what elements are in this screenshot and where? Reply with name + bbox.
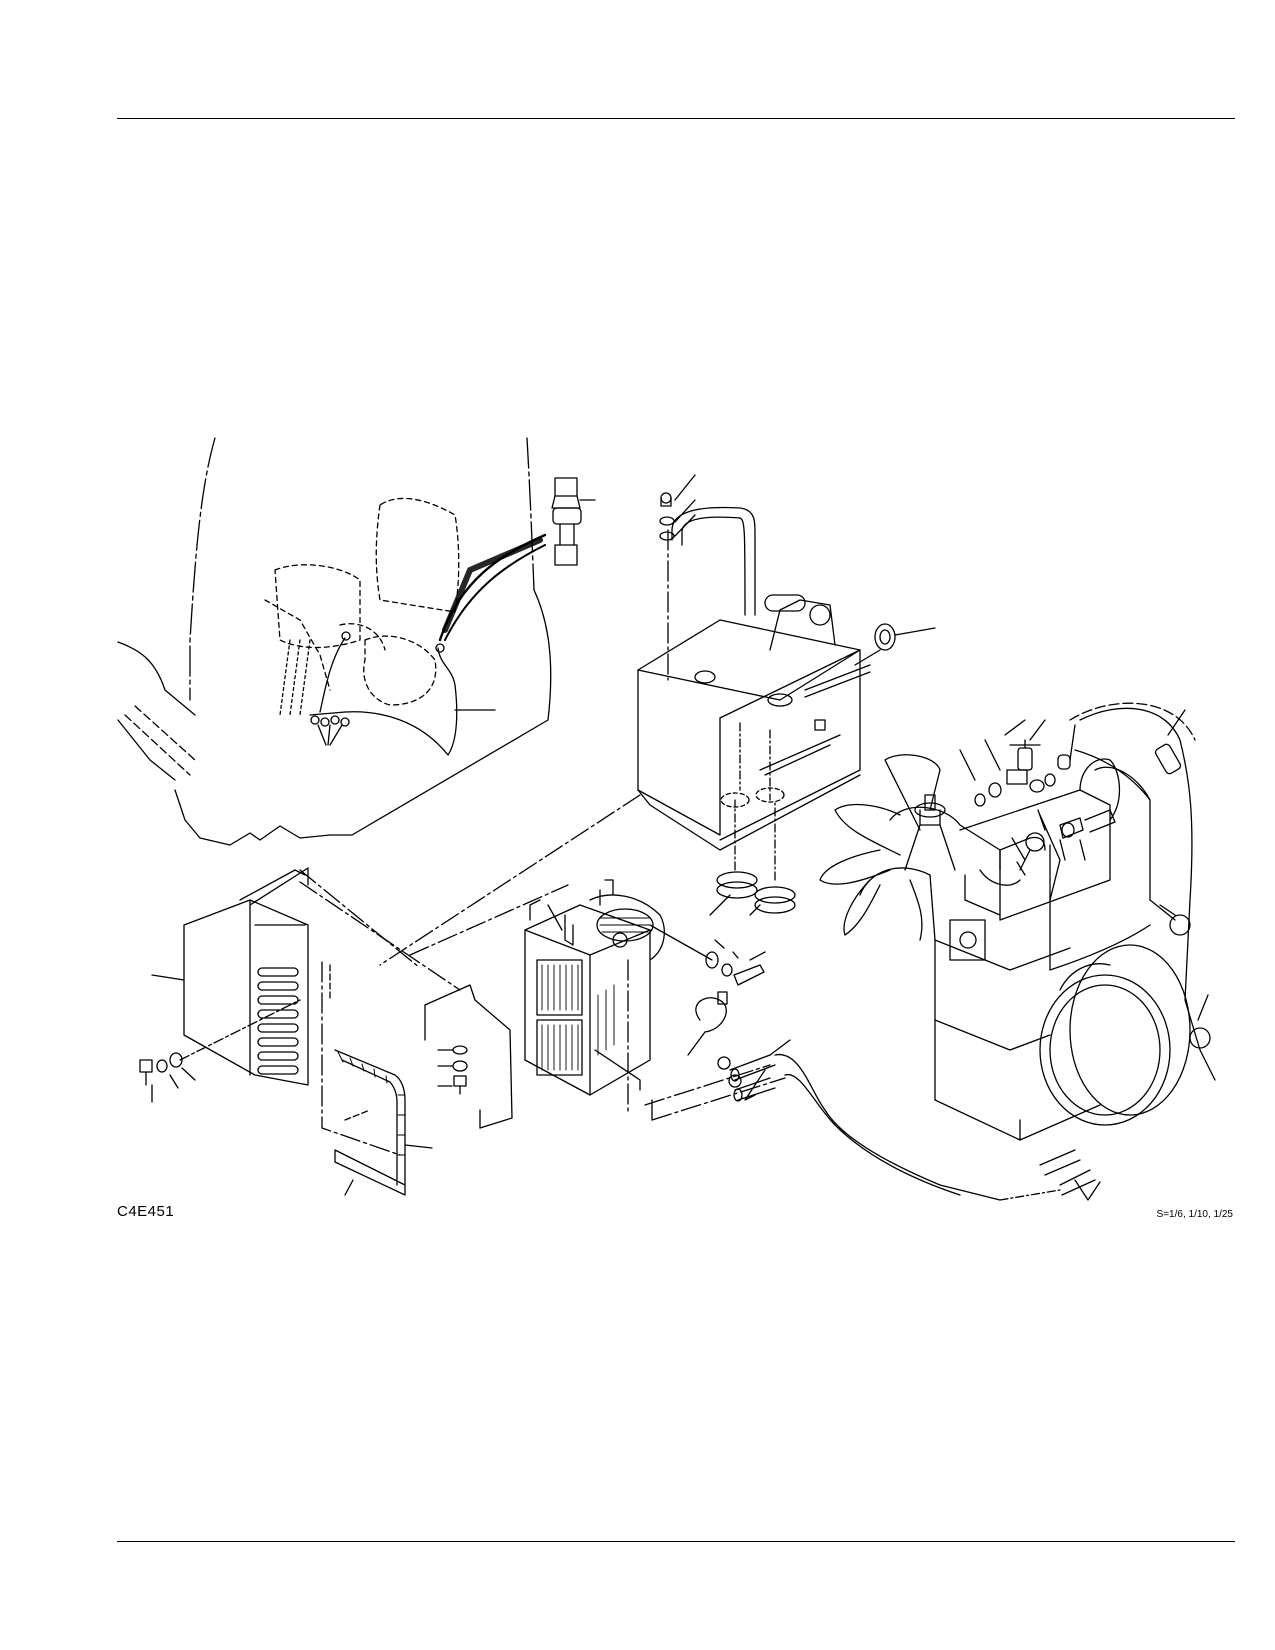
heater-hoses xyxy=(729,1039,1101,1201)
plate-fasteners xyxy=(437,1045,468,1095)
scale-note: S=1/6, 1/10, 1/25 xyxy=(1156,1209,1233,1220)
bushing xyxy=(854,623,936,666)
bolt-washer-stack xyxy=(659,474,696,541)
switch xyxy=(551,477,596,566)
seat-outline xyxy=(117,437,552,846)
mounting-plate xyxy=(299,881,513,1156)
cover-louvers xyxy=(257,967,299,1075)
assembly-lines xyxy=(299,794,641,969)
wire-harness xyxy=(309,533,547,756)
cover-fasteners xyxy=(139,1052,196,1103)
bottom-rule xyxy=(117,1541,1235,1542)
grommets xyxy=(709,787,796,916)
figure-id: C4E451 xyxy=(117,1203,175,1220)
top-rule xyxy=(117,118,1235,119)
fan xyxy=(819,754,941,941)
engine xyxy=(859,702,1216,1141)
motor-fan-assembly xyxy=(589,879,786,1121)
heater-cover xyxy=(151,867,309,1086)
heater-unit xyxy=(524,899,651,1096)
seal-strip xyxy=(334,1049,433,1196)
valve-fittings xyxy=(959,719,1116,876)
heater-mount-bracket xyxy=(637,506,871,881)
